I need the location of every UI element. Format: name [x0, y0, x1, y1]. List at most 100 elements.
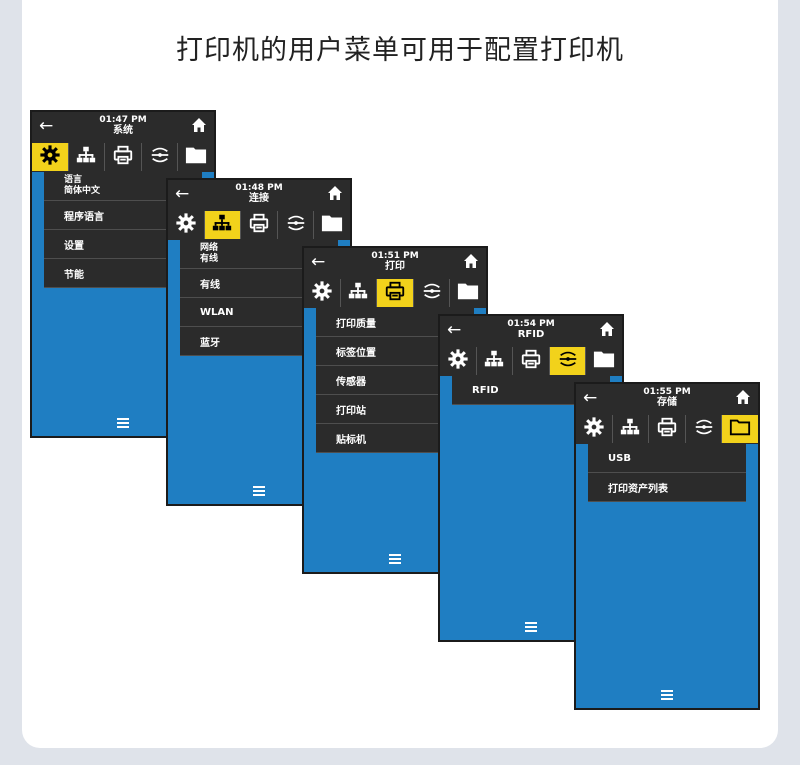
back-arrow-icon[interactable]: ← — [175, 184, 190, 204]
hamburger-menu-icon[interactable] — [576, 690, 758, 700]
hamburger-menu-icon[interactable] — [440, 622, 622, 632]
tab-printer[interactable] — [376, 279, 413, 307]
menu-item[interactable]: 节能 — [44, 259, 202, 288]
tab-rfid[interactable] — [412, 279, 450, 307]
menu-item-label: 标签位置 — [336, 347, 376, 359]
tab-folder[interactable] — [177, 143, 214, 171]
home-icon[interactable] — [191, 117, 207, 133]
hamburger-menu-icon[interactable] — [168, 486, 350, 496]
network-icon — [211, 212, 233, 238]
network-icon — [619, 416, 641, 442]
tab-bar — [168, 210, 350, 240]
menu-list: USB 打印资产列表 — [588, 444, 746, 502]
tab-network[interactable] — [611, 415, 649, 443]
home-icon[interactable] — [735, 389, 751, 405]
tab-gear[interactable] — [168, 211, 204, 239]
back-arrow-icon[interactable]: ← — [447, 320, 462, 340]
folder-icon — [593, 348, 615, 374]
clock: 01:48 PM — [235, 183, 283, 193]
network-icon — [483, 348, 505, 374]
top-bar: ← 01:55 PM 存储 — [576, 384, 758, 414]
menu-item-label: 语言 — [64, 175, 83, 185]
rfid-icon — [421, 280, 443, 306]
menu-item-label: 程序语言 — [64, 211, 104, 223]
menu-item[interactable]: 程序语言 — [44, 201, 202, 230]
clock: 01:54 PM — [507, 319, 555, 329]
hamburger-menu-icon[interactable] — [304, 554, 486, 564]
tab-network[interactable] — [475, 347, 513, 375]
menu-item[interactable]: 语言简体中文 — [44, 172, 202, 201]
menu-item[interactable]: 打印资产列表 — [588, 473, 746, 502]
clock: 01:51 PM — [371, 251, 419, 261]
menu-item[interactable]: 贴标机 — [316, 424, 474, 453]
screen-title: 连接 — [249, 193, 269, 204]
menu-item[interactable]: USB — [588, 444, 746, 473]
top-bar: ← 01:48 PM 连接 — [168, 180, 350, 210]
menu-item-label: RFID — [472, 384, 499, 396]
back-arrow-icon[interactable]: ← — [583, 388, 598, 408]
printer-icon — [112, 144, 134, 170]
tab-printer[interactable] — [648, 415, 685, 443]
menu-item[interactable]: 打印质量 — [316, 308, 474, 337]
clock: 01:47 PM — [99, 115, 147, 125]
hamburger-menu-icon[interactable] — [32, 418, 214, 428]
menu-item-label: 打印资产列表 — [608, 483, 668, 495]
gear-icon — [311, 280, 333, 306]
printer-icon — [384, 280, 406, 306]
menu-item-label: 打印站 — [336, 405, 366, 417]
page-heading: 打印机的用户菜单可用于配置打印机 — [176, 35, 624, 66]
menu-item[interactable]: 设置 — [44, 230, 202, 259]
tab-gear[interactable] — [32, 143, 68, 171]
folder-icon — [185, 144, 207, 170]
menu-item-label: 打印质量 — [336, 318, 376, 330]
menu-item-label: 传感器 — [336, 376, 366, 388]
menu-item-label: 节能 — [64, 269, 84, 281]
tab-printer[interactable] — [240, 211, 277, 239]
menu-item[interactable]: 蓝牙 — [180, 327, 338, 356]
menu-item[interactable]: 打印站 — [316, 395, 474, 424]
menu-item[interactable]: WLAN — [180, 298, 338, 327]
menu-item[interactable]: 传感器 — [316, 366, 474, 395]
tab-bar — [32, 142, 214, 172]
printer-icon — [656, 416, 678, 442]
tab-folder[interactable] — [585, 347, 622, 375]
back-arrow-icon[interactable]: ← — [311, 252, 326, 272]
screen-title: 系统 — [113, 125, 133, 136]
screen-title: 打印 — [385, 261, 405, 272]
home-icon[interactable] — [463, 253, 479, 269]
home-icon[interactable] — [327, 185, 343, 201]
menu-item[interactable]: RFID — [452, 376, 610, 405]
menu-item[interactable]: 有线 — [180, 269, 338, 298]
clock: 01:55 PM — [643, 387, 691, 397]
menu-item-label: 贴标机 — [336, 434, 366, 446]
tab-rfid[interactable] — [548, 347, 586, 375]
tab-folder[interactable] — [721, 415, 758, 443]
gear-icon — [39, 144, 61, 170]
printer-icon — [248, 212, 270, 238]
folder-icon — [729, 416, 751, 442]
tab-folder[interactable] — [449, 279, 486, 307]
network-icon — [347, 280, 369, 306]
tab-rfid[interactable] — [140, 143, 178, 171]
printer-screen-5: ← 01:55 PM 存储 USB 打印资产列表 — [574, 382, 760, 710]
top-bar: ← 01:54 PM RFID — [440, 316, 622, 346]
menu-item-label: 有线 — [200, 279, 220, 291]
tab-folder[interactable] — [313, 211, 350, 239]
tab-gear[interactable] — [576, 415, 612, 443]
menu-item[interactable]: 网络有线 — [180, 240, 338, 269]
screen-title: 存储 — [657, 397, 677, 408]
tab-gear[interactable] — [304, 279, 340, 307]
tab-gear[interactable] — [440, 347, 476, 375]
tab-bar — [304, 278, 486, 308]
back-arrow-icon[interactable]: ← — [39, 116, 54, 136]
gear-icon — [583, 416, 605, 442]
tab-printer[interactable] — [512, 347, 549, 375]
tab-rfid[interactable] — [684, 415, 722, 443]
tab-network[interactable] — [339, 279, 377, 307]
tab-rfid[interactable] — [276, 211, 314, 239]
tab-network[interactable] — [203, 211, 241, 239]
tab-printer[interactable] — [104, 143, 141, 171]
menu-item[interactable]: 标签位置 — [316, 337, 474, 366]
tab-network[interactable] — [67, 143, 105, 171]
home-icon[interactable] — [599, 321, 615, 337]
